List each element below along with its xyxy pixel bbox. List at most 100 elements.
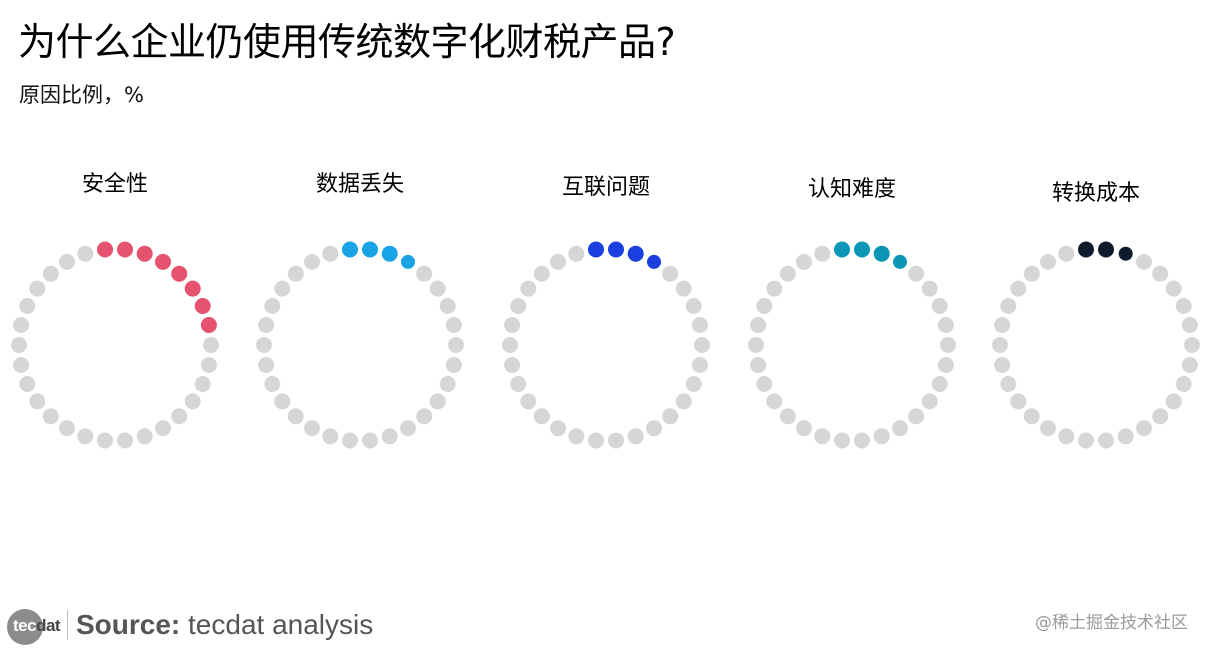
ring-chart-2: 数据丢失 xyxy=(256,172,464,449)
footer-divider xyxy=(67,610,68,640)
inactive-dot xyxy=(908,265,925,282)
inactive-dot xyxy=(779,408,796,425)
inactive-dot xyxy=(42,265,59,282)
inactive-dot xyxy=(520,280,537,297)
inactive-dot xyxy=(691,357,708,373)
inactive-dot xyxy=(992,337,1008,353)
inactive-dot xyxy=(1078,432,1094,449)
inactive-dot xyxy=(445,317,462,333)
inactive-dot xyxy=(568,245,585,262)
footer: tecdat Source: tecdat analysis xyxy=(7,603,373,647)
inactive-dot xyxy=(834,432,850,449)
inactive-dot xyxy=(77,245,94,262)
inactive-dot xyxy=(1000,376,1017,392)
inactive-dot xyxy=(1058,428,1075,445)
inactive-dot xyxy=(13,317,30,333)
inactive-dot xyxy=(29,393,46,410)
inactive-dot xyxy=(921,280,938,297)
inactive-dot xyxy=(171,408,188,425)
active-dot xyxy=(893,254,907,269)
active-dot xyxy=(647,254,661,269)
active-dot xyxy=(608,241,624,258)
ring-chart-4: 认知难度 xyxy=(748,177,956,449)
inactive-dot xyxy=(59,253,75,270)
inactive-dot xyxy=(568,428,585,445)
inactive-dot xyxy=(756,298,773,314)
inactive-dot xyxy=(685,298,702,314)
inactive-dot xyxy=(97,432,113,449)
inactive-dot xyxy=(908,408,925,425)
active-dot xyxy=(171,265,188,282)
inactive-dot xyxy=(274,393,291,410)
logo-text-dark: dat xyxy=(36,616,61,635)
inactive-dot xyxy=(1000,298,1017,314)
inactive-dot xyxy=(439,298,456,314)
logo-text: tecdat xyxy=(13,616,61,636)
ring-title: 安全性 xyxy=(82,172,148,197)
active-dot xyxy=(588,241,604,258)
inactive-dot xyxy=(646,420,662,437)
inactive-dot xyxy=(416,408,433,425)
inactive-dot xyxy=(608,432,624,449)
inactive-dot xyxy=(1040,420,1056,437)
active-dot xyxy=(381,245,398,262)
inactive-dot xyxy=(136,428,153,445)
inactive-dot xyxy=(155,420,171,437)
inactive-dot xyxy=(675,393,692,410)
inactive-dot xyxy=(322,428,339,445)
inactive-dot xyxy=(11,337,27,353)
inactive-dot xyxy=(504,357,521,373)
ring-chart-1: 安全性 xyxy=(11,172,219,449)
inactive-dot xyxy=(264,298,281,314)
inactive-dot xyxy=(937,317,954,333)
inactive-dot xyxy=(510,298,527,314)
inactive-dot xyxy=(814,428,831,445)
inactive-dot xyxy=(694,337,710,353)
inactive-dot xyxy=(750,317,767,333)
logo-text-light: tec xyxy=(13,616,37,635)
inactive-dot xyxy=(533,408,550,425)
inactive-dot xyxy=(322,245,339,262)
inactive-dot xyxy=(1040,253,1056,270)
active-dot xyxy=(1118,246,1133,261)
inactive-dot xyxy=(203,337,219,353)
inactive-dot xyxy=(400,420,416,437)
active-dot xyxy=(1078,241,1094,258)
inactive-dot xyxy=(77,428,94,445)
inactive-dot xyxy=(1175,376,1192,392)
inactive-dot xyxy=(510,376,527,392)
ring-title: 数据丢失 xyxy=(316,172,404,197)
inactive-dot xyxy=(814,245,831,262)
active-dot xyxy=(1098,241,1114,258)
inactive-dot xyxy=(779,265,796,282)
inactive-dot xyxy=(429,393,446,410)
ring-title: 认知难度 xyxy=(808,177,896,202)
inactive-dot xyxy=(748,337,764,353)
inactive-dot xyxy=(533,265,550,282)
inactive-dot xyxy=(264,376,281,392)
source-line: Source: tecdat analysis xyxy=(76,609,373,641)
inactive-dot xyxy=(520,393,537,410)
inactive-dot xyxy=(184,393,201,410)
inactive-dot xyxy=(750,357,767,373)
inactive-dot xyxy=(1136,420,1152,437)
inactive-dot xyxy=(1023,408,1040,425)
inactive-dot xyxy=(304,253,320,270)
inactive-dot xyxy=(19,298,36,314)
inactive-dot xyxy=(258,357,275,373)
inactive-dot xyxy=(274,280,291,297)
inactive-dot xyxy=(854,432,870,449)
inactive-dot xyxy=(1023,265,1040,282)
inactive-dot xyxy=(550,253,566,270)
inactive-dot xyxy=(662,408,679,425)
ring-chart-3: 互联问题 xyxy=(502,175,710,449)
active-dot xyxy=(873,245,890,262)
inactive-dot xyxy=(439,376,456,392)
inactive-dot xyxy=(304,420,320,437)
inactive-dot xyxy=(287,408,304,425)
active-dot xyxy=(155,253,171,270)
inactive-dot xyxy=(1175,298,1192,314)
active-dot xyxy=(401,254,415,269)
tecdat-logo: tecdat xyxy=(7,605,65,645)
